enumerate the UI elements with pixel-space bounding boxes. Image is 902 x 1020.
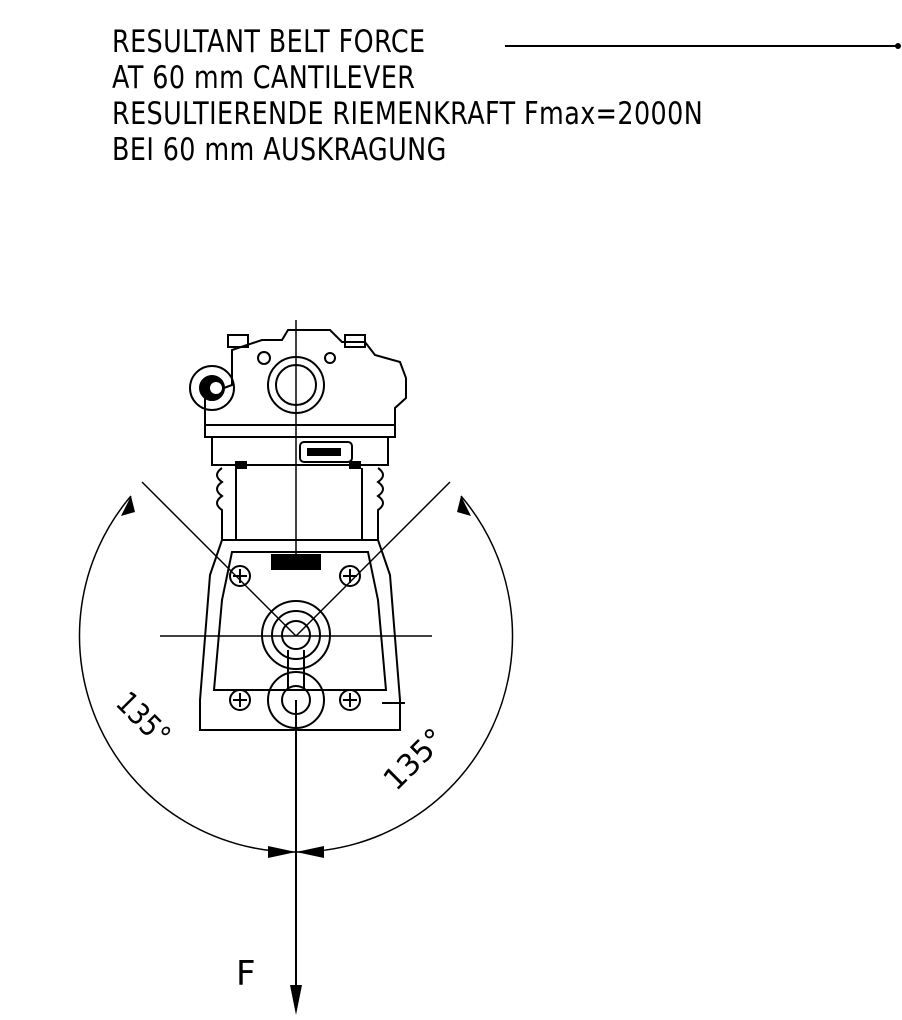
center-lines [141,320,451,637]
note-line-1: RESULTANT BELT FORCE [112,24,426,60]
note-line-4: BEI 60 mm AUSKRAGUNG [112,132,447,168]
angle-label-right: 135° [377,722,453,798]
compressor-outline [189,329,407,731]
note-line-2: AT 60 mm CANTILEVER [112,60,416,96]
angle-arrowheads [121,496,471,858]
angle-label-left: 135° [109,685,178,754]
angle-dimension-arcs [78,495,514,853]
force-label: F [236,954,256,994]
note-line-3: RESULTIERENDE RIEMENKRAFT Fmax=2000N [112,96,704,132]
belt-force-note: RESULTANT BELT FORCE AT 60 mm CANTILEVER… [112,24,703,168]
leader-dot [895,43,901,49]
force-arrowhead [290,985,302,1015]
